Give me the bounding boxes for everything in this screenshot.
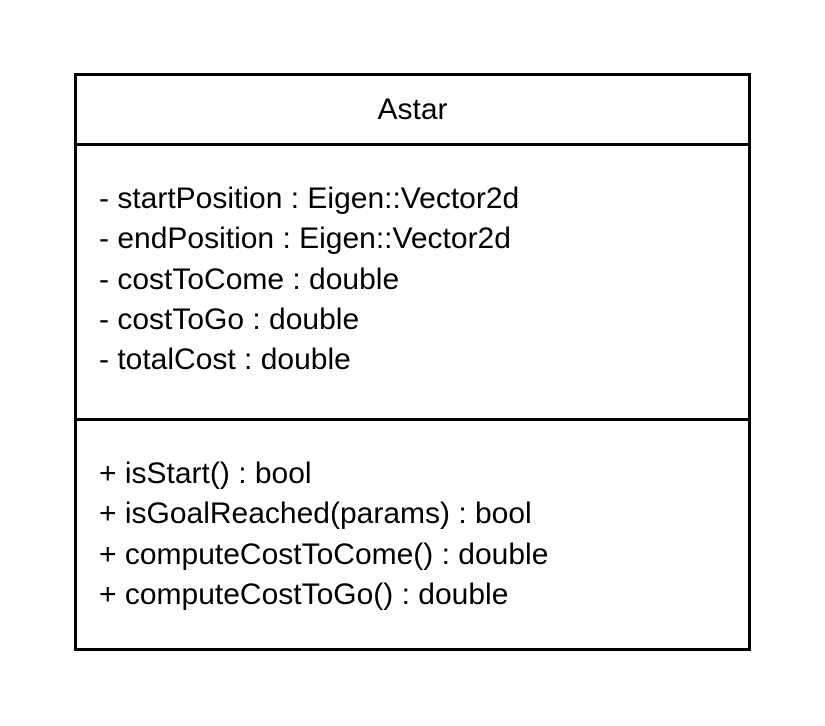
method-list: + isStart() : bool + isGoalReached(param…	[77, 454, 548, 615]
class-name: Astar	[377, 92, 448, 126]
attribute-total-cost: - totalCost : double	[99, 343, 351, 377]
attribute-start-position: - startPosition : Eigen::Vector2d	[99, 182, 520, 215]
attribute-end-position: - endPosition : Eigen::Vector2d	[99, 222, 511, 256]
method-is-start: + isStart() : bool	[99, 457, 312, 490]
attributes-compartment: - startPosition : Eigen::Vector2d - endP…	[77, 146, 748, 421]
class-name-compartment: Astar	[77, 76, 748, 146]
methods-compartment: + isStart() : bool + isGoalReached(param…	[77, 421, 748, 648]
uml-class-box: Astar - startPosition : Eigen::Vector2d …	[74, 73, 751, 651]
attribute-list: - startPosition : Eigen::Vector2d - endP…	[77, 179, 519, 380]
attribute-cost-to-go: - costToGo : double	[99, 302, 360, 336]
method-compute-cost-to-come: + computeCostToCome() : double	[99, 537, 549, 571]
method-compute-cost-to-go: + computeCostToGo() : double	[99, 577, 509, 611]
attribute-cost-to-come: - costToCome : double	[99, 262, 400, 296]
method-is-goal-reached: + isGoalReached(params) : bool	[99, 497, 532, 531]
